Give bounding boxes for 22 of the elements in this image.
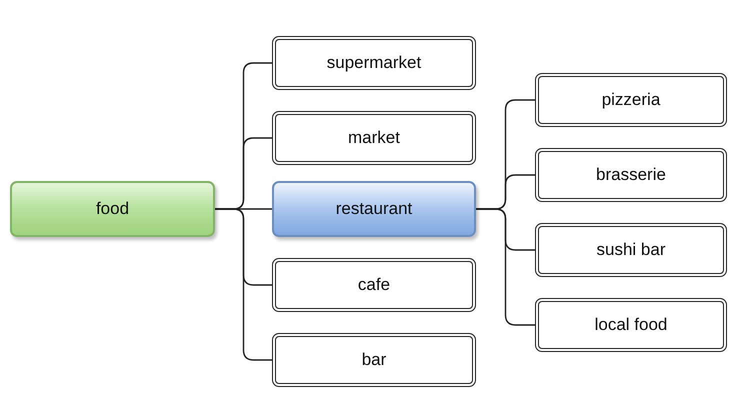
category-box	[535, 223, 727, 277]
node-label: bar	[360, 350, 388, 370]
topic-box	[272, 181, 476, 237]
bracket-connector	[215, 208, 272, 361]
topic-box	[10, 181, 215, 237]
node-label: local food	[594, 315, 668, 335]
category-box	[535, 298, 727, 352]
node-label: brasserie	[595, 165, 667, 185]
category-box	[535, 148, 727, 202]
category-box	[272, 111, 476, 165]
category-box	[272, 333, 476, 387]
node-label: market	[347, 128, 401, 148]
bracket-connector	[476, 208, 535, 326]
category-box	[272, 258, 476, 312]
node-label: pizzeria	[600, 90, 662, 110]
category-box	[272, 36, 476, 90]
node-label: cafe	[356, 275, 392, 295]
node-label: supermarket	[326, 53, 422, 73]
category-box	[535, 73, 727, 127]
node-label: sushi bar	[596, 240, 666, 260]
node-label: restaurant	[334, 199, 414, 219]
node-label: food	[94, 199, 130, 219]
